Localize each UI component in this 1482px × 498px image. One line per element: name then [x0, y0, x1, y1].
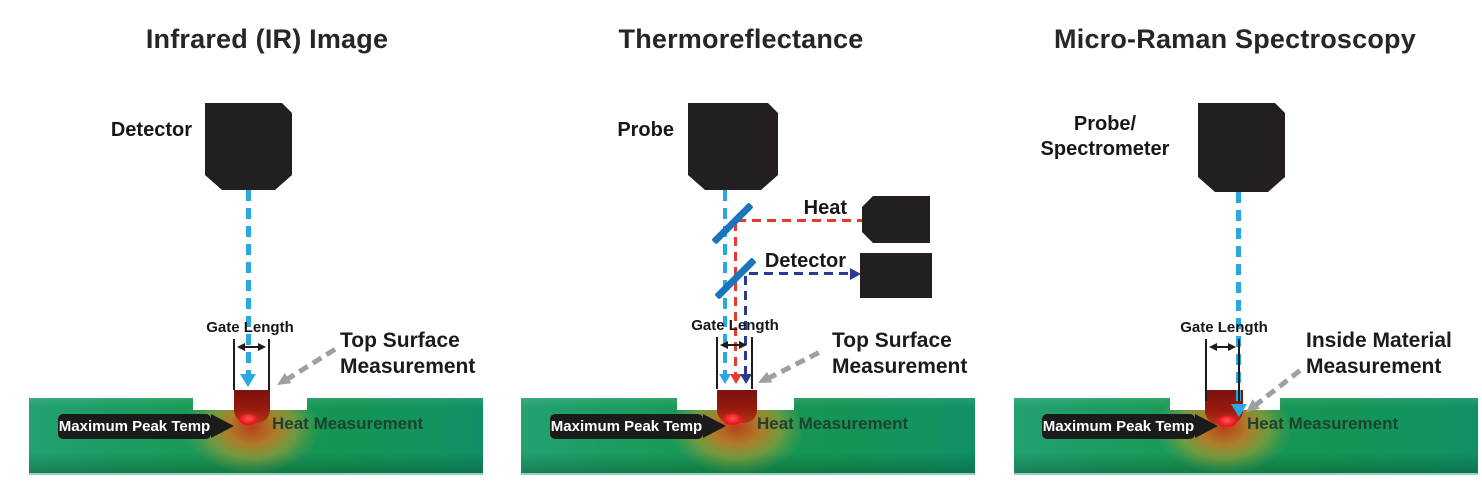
- gate-length-arrow-icon: [1209, 343, 1236, 351]
- probe-spectrometer-label: Probe/ Spectrometer: [1040, 113, 1170, 160]
- panel-title: Thermoreflectance: [618, 24, 864, 54]
- peak-temp-banner: Maximum Peak Temp: [58, 414, 234, 439]
- probe-device: [688, 103, 778, 190]
- measurement-callout-arrow-icon: [755, 345, 825, 389]
- raman-beam: [1236, 192, 1241, 406]
- hotspot: [239, 414, 258, 425]
- heat-measurement-label: Heat Measurement: [757, 414, 909, 433]
- detector-box: [860, 253, 932, 298]
- detector-beam-horizontal: [749, 272, 850, 275]
- probe-device-label: Probe: [617, 119, 674, 141]
- panel-infrared: Infrared (IR) Image Maximum Peak Temp He…: [0, 0, 494, 498]
- gate-length-label: Gate Length: [1180, 319, 1268, 336]
- ir-beam-arrowhead-icon: [240, 374, 256, 387]
- measurement-label: Top Surface Measurement: [832, 329, 968, 378]
- panel-micro-raman: Micro-Raman Spectroscopy Maximum Peak Te…: [988, 0, 1482, 498]
- measurement-callout-arrow-icon: [273, 342, 341, 391]
- detector-device-label: Detector: [110, 119, 192, 141]
- heat-beam-arrowhead-icon: [730, 374, 742, 384]
- measurement-label: Top Surface Measurement: [340, 329, 476, 378]
- beam-splitter-upper-icon: [711, 202, 754, 245]
- gate-length-bracket-right: [1238, 339, 1240, 401]
- raman-beam-arrowhead-icon: [1231, 404, 1247, 417]
- probe-spectrometer-device: [1198, 103, 1285, 192]
- detector-beam-right-arrowhead-icon: [850, 268, 861, 280]
- gate-length-bracket-left: [1205, 339, 1207, 401]
- heat-beam-vertical: [734, 222, 737, 374]
- hotspot: [1217, 416, 1237, 427]
- gate-length-arrow-icon: [720, 341, 747, 349]
- hotspot: [723, 414, 742, 425]
- heat-measurement-label: Heat Measurement: [272, 414, 424, 433]
- heat-source-label: Heat: [803, 197, 847, 219]
- detector-device: [205, 103, 292, 190]
- gate-length-bracket-left: [233, 339, 235, 390]
- peak-temp-banner: Maximum Peak Temp: [550, 414, 726, 439]
- heat-beam-horizontal: [737, 219, 862, 222]
- measurement-label: Inside Material Measurement: [1306, 329, 1452, 378]
- detector-box-label: Detector: [764, 250, 846, 272]
- panel-title: Micro-Raman Spectroscopy: [1054, 24, 1416, 54]
- gate-length-label: Gate Length: [691, 317, 779, 334]
- panel-thermoreflectance: Thermoreflectance Maximum Peak Temp Heat…: [494, 0, 988, 498]
- detector-beam-arrowhead-icon: [740, 374, 752, 384]
- gate-length-arrow-icon: [237, 343, 266, 351]
- probe-beam: [723, 190, 727, 374]
- substrate: Maximum Peak Temp Heat Measurement: [521, 398, 975, 475]
- ir-beam: [246, 190, 251, 376]
- detector-beam-vertical: [744, 276, 747, 374]
- gate-length-label: Gate Length: [206, 319, 294, 336]
- gate-length-bracket-right: [751, 337, 753, 389]
- heat-measurement-label: Heat Measurement: [1247, 414, 1399, 433]
- heat-source-box: [862, 196, 930, 243]
- gate-length-bracket-left: [716, 337, 718, 389]
- peak-temp-banner: Maximum Peak Temp: [1042, 414, 1218, 439]
- probe-beam-arrowhead-icon: [719, 374, 731, 384]
- panel-title: Infrared (IR) Image: [145, 24, 389, 54]
- substrate: Maximum Peak Temp Heat Measurement: [1014, 398, 1478, 475]
- gate-length-bracket-right: [268, 339, 270, 390]
